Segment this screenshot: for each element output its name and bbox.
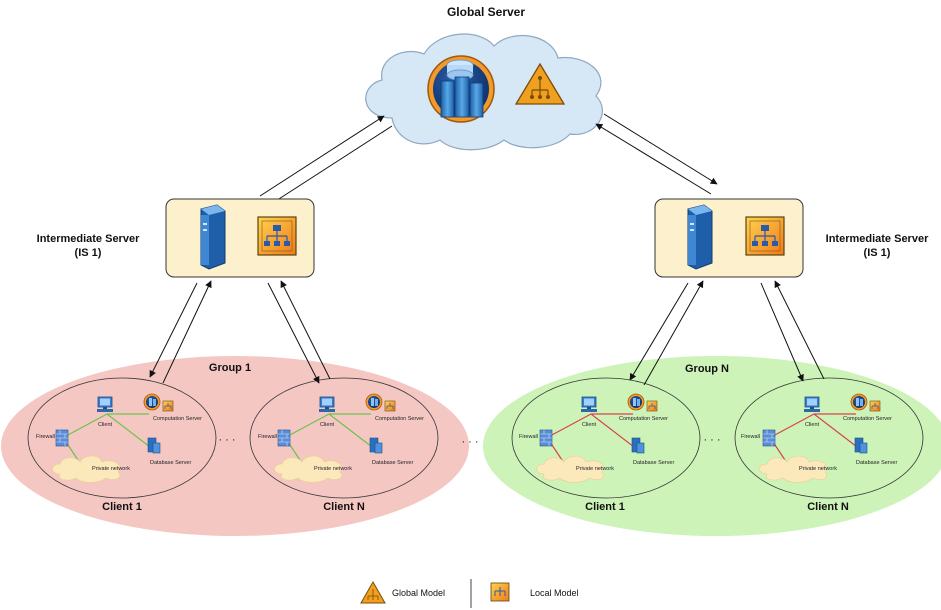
firewall-label: Firewall [741,434,760,440]
global-model-icon [360,580,386,604]
legend: Global Model Local Model [360,579,579,608]
intermediate-server-right-title: Intermediate Server [826,233,929,245]
client-computer-icon [803,396,821,413]
client-label: Client [805,422,820,428]
firewall-icon [55,429,69,447]
private-network-label: Private network [314,466,352,472]
firewall-icon [539,429,553,447]
group-n-ellipsis: · · · [703,434,720,446]
database-server-label: Database Server [372,460,413,466]
private-network-label: Private network [576,466,614,472]
client-computer-icon [318,396,336,413]
firewall-label: Firewall [519,434,538,440]
computation-server-icon [365,393,383,411]
private-network-label: Private network [92,466,130,472]
intermediate-server-right [654,198,804,278]
firewall-label: Firewall [36,434,55,440]
local-model-icon [162,400,174,412]
database-server-label: Database Server [633,460,674,466]
group-1-ellipsis: · · · [218,434,235,446]
client-computer-icon [96,396,114,413]
firewall-icon [762,429,776,447]
database-server-label: Database Server [150,460,191,466]
client-network-gn-c1 [536,393,658,483]
computation-server-label: Computation Server [843,416,892,422]
group-1-area [1,356,469,536]
client-network-g1-cn [274,393,396,483]
client-area-gn-cn [734,377,924,499]
intermediate-server-right-sub: (IS 1) [864,247,891,259]
private-network-label: Private network [799,466,837,472]
client-network-gn-cn [759,393,881,483]
client-label: Client [582,422,597,428]
local-model-icon [646,400,658,412]
computation-server-icon [627,393,645,411]
intermediate-server-left [165,198,315,278]
local-model-icon [257,216,297,256]
local-model-icon [745,216,785,256]
global-model-icon [514,62,566,105]
computation-server-label: Computation Server [153,416,202,422]
client-title: Client 1 [102,501,142,513]
client-area-gn-c1 [511,377,701,499]
local-model-icon [490,582,510,602]
between-groups-ellipsis: · · · [461,436,478,448]
group-1-title: Group 1 [209,362,251,374]
global-server-cloud [365,33,603,151]
client-area-g1-c1 [27,377,217,499]
group-n-area [483,356,941,536]
global-intermediate-arrows [259,113,718,207]
group-n-title: Group N [685,363,729,375]
client-label: Client [98,422,113,428]
computation-server-label: Computation Server [619,416,668,422]
intermediate-server-left-sub: (IS 1) [75,247,102,259]
client-title: Client N [323,501,365,513]
legend-local-model-label: Local Model [530,588,579,598]
client-area-g1-cn [249,377,439,499]
client-title: Client 1 [585,501,625,513]
database-server-label: Database Server [856,460,897,466]
local-model-icon [869,400,881,412]
computation-server-icon [143,393,161,411]
legend-global-model-label: Global Model [392,588,445,598]
intermediate-server-left-title: Intermediate Server [37,233,140,245]
client-label: Client [320,422,335,428]
firewall-label: Firewall [258,434,277,440]
client-computer-icon [580,396,598,413]
server-icon [687,204,713,270]
server-icon [200,204,226,270]
intermediate-client-arrows [149,280,825,386]
computation-server-icon [850,393,868,411]
global-server-title: Global Server [447,5,525,19]
client-title: Client N [807,501,849,513]
local-model-icon [384,400,396,412]
global-server-icon [427,55,495,123]
firewall-icon [277,429,291,447]
client-network-g1-c1 [52,393,174,483]
computation-server-label: Computation Server [375,416,424,422]
